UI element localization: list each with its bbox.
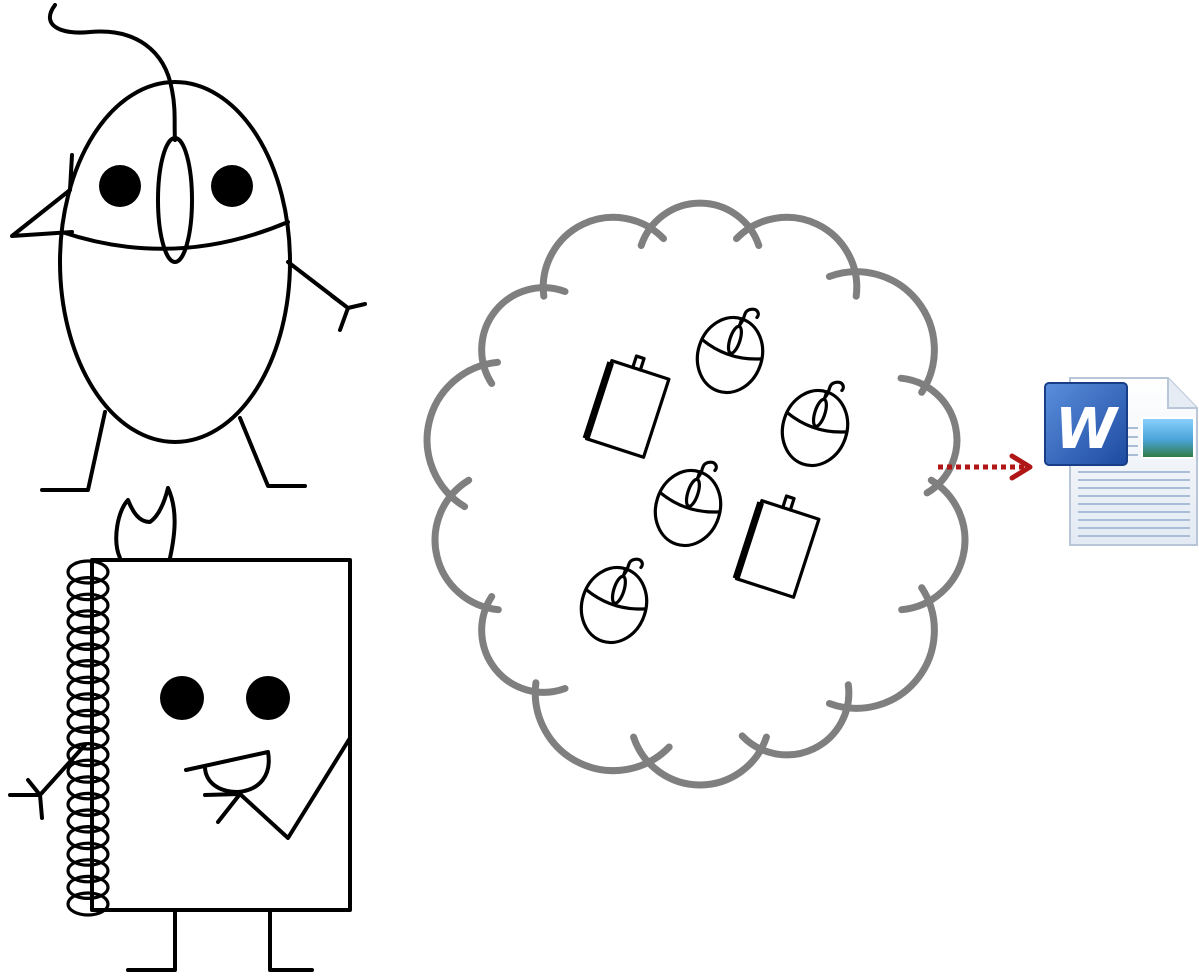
notebook-spiral: [66, 559, 110, 917]
cloud-bump: [825, 584, 938, 712]
notebook-right-arm: [238, 736, 352, 840]
spiral-ring: [66, 675, 110, 701]
spiral-ring: [66, 575, 110, 602]
spiral-ring: [66, 692, 110, 718]
notebook-right-leg: [268, 910, 314, 972]
cloud-background: [427, 203, 965, 785]
cloud-bump: [898, 476, 969, 614]
dotted-arrow-right: [938, 453, 1033, 481]
spiral-ring: [66, 791, 110, 818]
cloud-bump: [825, 268, 938, 396]
notebook-hand: [203, 792, 242, 824]
spiral-ring: [66, 858, 110, 884]
cloud-shape: [423, 199, 969, 789]
spiral-ring: [66, 642, 110, 668]
mouse-scroll-wheel: [156, 136, 194, 264]
document-text-lines: [1078, 427, 1190, 537]
spiral-ring: [66, 658, 110, 685]
spiral-ring: [66, 775, 110, 801]
cloud-bump: [531, 679, 673, 775]
mouse-cord: [47, 3, 177, 142]
spiral-ring: [66, 758, 110, 784]
spiral-ring: [66, 741, 110, 768]
word-badge-letter: W: [1055, 397, 1120, 462]
mouse-left-leg: [40, 410, 107, 492]
notebook-character: [8, 486, 352, 972]
spiral-ring: [66, 708, 110, 735]
spiral-ring: [66, 592, 110, 618]
word-document-icon: W: [1044, 377, 1198, 546]
notebook-cover: [90, 558, 352, 912]
notebook-left-leg: [126, 910, 177, 972]
notebook-mouth: [184, 750, 271, 794]
mouse-left-arm: [10, 153, 74, 238]
cloud-bump: [423, 358, 501, 511]
mouse-character: [10, 3, 367, 492]
spiral-ring: [66, 841, 110, 867]
mouse-right-arm: [286, 260, 367, 332]
spiral-ring: [66, 559, 110, 585]
spiral-ring: [66, 808, 110, 834]
spiral-ring: [66, 874, 110, 901]
notebook-left-arm: [8, 743, 87, 820]
spiral-ring: [66, 625, 110, 652]
mouse-button-line: [60, 220, 290, 251]
cloud-bump: [630, 733, 770, 789]
spiral-ring: [66, 609, 110, 635]
word-badge: [1044, 382, 1128, 466]
spiral-ring: [66, 891, 110, 917]
notebook-right-eye: [246, 676, 290, 720]
spiral-ring: [66, 824, 110, 851]
document-picture: [1141, 417, 1195, 459]
cloud-outline: [423, 199, 969, 789]
mouse-left-eye: [99, 165, 141, 207]
spiral-ring: [66, 725, 110, 751]
notebook-left-eye: [160, 676, 204, 720]
notebook-tail: [114, 486, 177, 560]
cloud-bump: [478, 593, 569, 696]
cloud-bump: [897, 374, 961, 497]
cloud-bump: [539, 213, 667, 300]
mouse-right-leg: [238, 416, 307, 488]
mouse-right-eye: [211, 165, 253, 207]
